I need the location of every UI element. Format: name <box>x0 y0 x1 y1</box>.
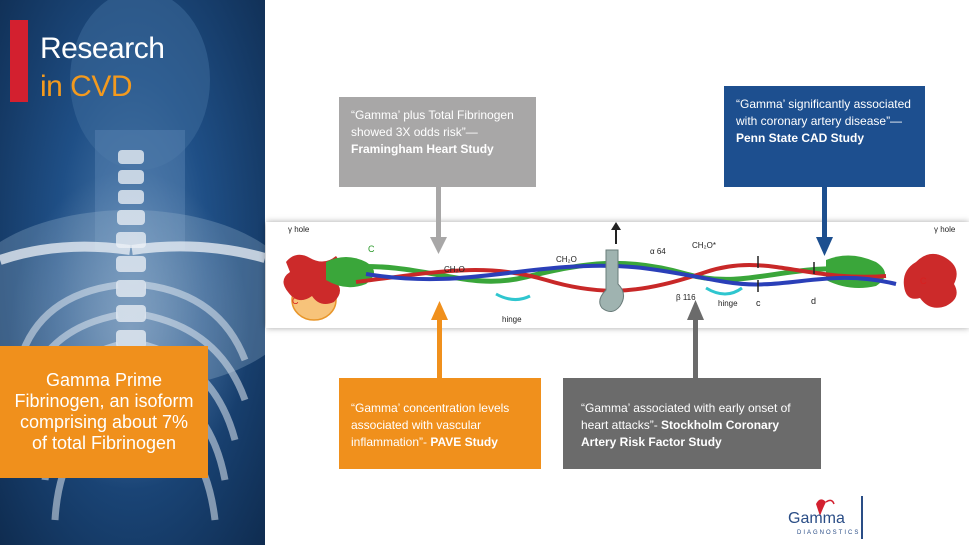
title-line-1: Research <box>40 32 165 65</box>
stockholm-source: Stockholm Coronary Artery Risk Factor St… <box>581 418 780 449</box>
framingham-callout: “Gamma’ plus Total Fibrinogen showed 3X … <box>339 97 536 187</box>
gamma-prime-summary-box: Gamma Prime Fibrinogen, an isoform compr… <box>0 346 208 478</box>
label-ch2o-2: CH₂O <box>556 255 577 264</box>
label-c-left-2: C <box>368 244 375 254</box>
title-line-2: in CVD <box>40 70 133 103</box>
gamma-logo-icon <box>816 499 835 516</box>
label-ch2o-1: CH₂O <box>444 265 465 274</box>
stockholm-callout: “Gamma’ associated with early onset of h… <box>563 378 821 469</box>
fibrinogen-structure-strip: γ hole γ hole CH₂O CH₂O CH₂O* α 64 β 116… <box>266 222 969 328</box>
label-c-right: C <box>920 276 927 286</box>
label-alpha-64: α 64 <box>650 247 666 256</box>
label-c: c <box>756 298 761 308</box>
pave-quote: “Gamma’ concentration levels associated … <box>351 401 510 449</box>
penn-state-callout: “Gamma’ significantly associated with co… <box>724 86 925 187</box>
label-hinge-1: hinge <box>502 315 522 324</box>
label-d: d <box>811 296 816 306</box>
label-ch2o-3: CH₂O* <box>692 241 716 250</box>
penn-state-quote: “Gamma’ significantly associated with co… <box>736 97 911 128</box>
logo-divider <box>861 496 863 539</box>
framingham-quote: “Gamma’ plus Total Fibrinogen showed 3X … <box>351 108 514 139</box>
label-c-left-1: C <box>292 296 299 306</box>
label-beta-116: β 116 <box>676 293 696 302</box>
fibrinogen-molecule-diagram: γ hole γ hole CH₂O CH₂O CH₂O* α 64 β 116… <box>283 222 957 324</box>
label-hinge-2: hinge <box>718 299 738 308</box>
framingham-source: Framingham Heart Study <box>351 142 494 156</box>
logo-wordmark: Gamma <box>788 510 845 527</box>
logo-subtitle: DIAGNOSTICS <box>797 530 861 536</box>
gamma-prime-summary-text: Gamma Prime Fibrinogen, an isoform compr… <box>14 370 194 453</box>
pave-callout: “Gamma’ concentration levels associated … <box>339 378 541 469</box>
pave-source: PAVE Study <box>430 435 498 449</box>
stockholm-quote: “Gamma’ associated with early onset of h… <box>581 401 791 432</box>
title-accent-bar <box>10 20 28 102</box>
label-gamma-hole-right: γ hole <box>934 225 956 234</box>
label-gamma-hole-left: γ hole <box>288 225 310 234</box>
penn-state-source: Penn State CAD Study <box>736 131 865 145</box>
